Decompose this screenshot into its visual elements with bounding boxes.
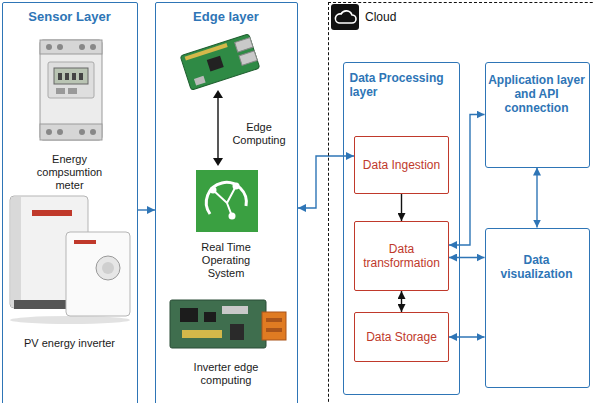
raspberry-pi-illustration — [194, 76, 206, 86]
energy-meter-illustration — [58, 73, 62, 80]
energy-meter-illustration — [46, 44, 52, 50]
energy-meter-illustration — [48, 62, 94, 98]
layer-title: Sensor Layer — [3, 9, 136, 25]
energy-meter-illustration — [65, 73, 69, 80]
layer-title: Data visualization — [488, 253, 586, 282]
process-box: Data Storage — [354, 312, 449, 362]
pv-inverter-illustration — [10, 316, 130, 324]
raspberry-pi-illustration — [235, 38, 253, 52]
inverter-board-illustration — [222, 306, 248, 314]
inverter-board-illustration — [266, 328, 282, 332]
rtos-icon — [196, 170, 258, 232]
rtos-icon — [233, 183, 240, 190]
edge-computing-arrow — [213, 90, 223, 166]
process-label: Data transformation — [361, 242, 442, 271]
pv-inverter-illustration — [102, 262, 114, 274]
edge-computing-arrow — [213, 158, 223, 166]
pv-inverter-illustration — [32, 210, 72, 216]
energy-meter-illustration — [46, 129, 52, 135]
connector-arrow — [298, 156, 354, 208]
connector-arrow — [449, 336, 485, 337]
inverter-board-illustration — [230, 324, 244, 340]
inverter-board-illustration — [180, 308, 198, 322]
component-label: Real Time Operating System — [186, 241, 266, 281]
cloud-icon — [331, 4, 359, 30]
layer-panel: Edge layerEdge ComputingReal Time Operat… — [155, 2, 298, 403]
region-label: Cloud — [365, 10, 425, 24]
energy-meter-illustration — [57, 129, 63, 135]
energy-meter-illustration — [72, 73, 76, 80]
energy-meter-illustration — [57, 44, 63, 50]
raspberry-pi-illustration — [180, 34, 260, 90]
pv-inverter-illustration — [74, 240, 96, 244]
energy-meter-illustration — [79, 44, 85, 50]
energy-meter-illustration — [40, 40, 102, 54]
cloud-region: Data IngestionData transformationData St… — [328, 2, 594, 403]
connector-arrow — [138, 209, 155, 210]
pv-inverter-illustration — [11, 197, 21, 307]
inverter-board-illustration — [204, 312, 216, 322]
layer-title: Edge layer — [156, 9, 296, 25]
edge-computing-arrow — [217, 96, 218, 160]
connector-arrow — [449, 115, 485, 246]
process-label: Data Storage — [366, 330, 437, 344]
energy-meter-illustration — [40, 124, 102, 140]
rtos-icon — [210, 187, 217, 194]
raspberry-pi-illustration — [207, 56, 224, 72]
rtos-icon — [229, 213, 236, 220]
energy-meter-illustration — [79, 73, 83, 80]
layer-panel: Data IngestionData transformationData St… — [343, 62, 460, 395]
inverter-board-illustration — [170, 300, 266, 348]
connector-arrow — [536, 168, 537, 228]
layer-panel: Application layer and API connection — [485, 62, 590, 168]
process-box: Data transformation — [354, 221, 449, 291]
layer-title: Data Processing layer — [350, 71, 456, 100]
pv-inverter-illustration — [96, 256, 120, 280]
connector-arrow — [401, 194, 402, 221]
raspberry-pi-illustration — [185, 43, 228, 60]
component-label: Edge Computing — [228, 121, 290, 147]
inverter-board-illustration — [182, 330, 222, 338]
cloud-icon — [335, 11, 356, 23]
energy-meter-illustration — [79, 129, 85, 135]
connector-arrow — [401, 291, 402, 312]
rtos-icon — [206, 182, 246, 214]
cloud-icon — [331, 4, 359, 30]
energy-meter-illustration — [56, 88, 65, 94]
energy-meter-illustration — [90, 129, 96, 135]
rtos-icon — [196, 170, 258, 232]
device-label: PV energy inverter — [9, 337, 130, 350]
energy-meter-illustration — [54, 68, 88, 84]
energy-meter-illustration — [90, 44, 96, 50]
layer-panel: Data visualization — [485, 228, 590, 388]
layer-panel: Sensor LayerEnergy compsumtion meter PV e… — [2, 2, 138, 403]
energy-meter-illustration — [40, 40, 102, 140]
raspberry-pi-illustration — [180, 34, 260, 90]
process-label: Data Ingestion — [363, 158, 440, 172]
raspberry-pi-illustration — [180, 34, 260, 90]
raspberry-pi-illustration — [239, 51, 257, 65]
layer-title: Application layer and API connection — [488, 73, 586, 116]
pv-inverter-illustration — [66, 232, 130, 316]
inverter-board-illustration — [170, 300, 286, 348]
device-label: Energy compsumtion meter — [24, 153, 115, 193]
component-label: Inverter edge computing — [176, 361, 276, 387]
inverter-board-illustration — [266, 318, 282, 322]
connector-arrow — [449, 257, 485, 258]
inverter-board-illustration — [262, 312, 286, 340]
energy-meter-illustration — [68, 88, 77, 94]
energy-meter-illustration — [40, 40, 102, 140]
edge-computing-arrow — [213, 90, 223, 98]
process-box: Data Ingestion — [354, 136, 449, 194]
pv-inverter-illustration — [10, 196, 130, 324]
